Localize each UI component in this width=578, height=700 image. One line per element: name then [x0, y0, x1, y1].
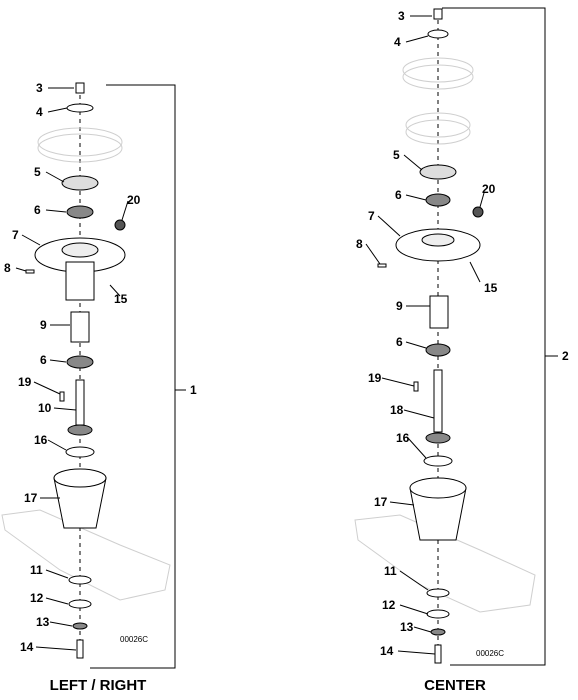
left-callout: 11	[30, 563, 43, 577]
left-part-14-bolt	[76, 639, 84, 659]
center-pulley-upper-ghost	[402, 57, 474, 83]
left-callout: 3	[36, 81, 43, 95]
left-callout: 19	[18, 375, 32, 389]
center-pulley-lower-ghost	[405, 112, 471, 138]
center-assembly: 3 4 5 6 20 7 8 15 9 6 19 18 16 17 11 12 …	[354, 7, 569, 694]
left-assembly-bracket	[90, 84, 176, 669]
left-callout: 6	[40, 353, 47, 367]
center-part-3-bolt	[433, 8, 443, 20]
left-part-13-lockwasher	[72, 622, 88, 630]
left-assembly-number: 1	[190, 383, 197, 397]
center-part-4-washer	[427, 29, 449, 39]
center-part-6-bearing	[425, 193, 451, 207]
left-part-3-bolt	[75, 82, 85, 94]
center-leader-lines	[365, 15, 485, 655]
left-callout: 20	[127, 193, 141, 207]
center-part-16-washer	[423, 455, 453, 467]
left-callout-numbers: 3 4 5 6 20 7 8 15 9 6 19 10 16 17 11 12 …	[4, 81, 141, 654]
center-part-19-key	[413, 381, 419, 392]
center-callout: 5	[393, 148, 400, 162]
center-part-12-washer	[426, 609, 450, 619]
center-part-5-hub	[419, 164, 457, 180]
center-callout: 11	[384, 564, 397, 578]
left-part-16-washer	[65, 446, 95, 458]
left-callout: 9	[40, 318, 47, 332]
center-callout-numbers: 3 4 5 6 20 7 8 15 9 6 19 18 16 17 11 12 …	[356, 9, 498, 658]
center-assembly-bracket	[442, 7, 546, 666]
center-part-20-nut	[472, 206, 484, 218]
center-callout: 19	[368, 371, 382, 385]
center-part-14-bolt	[434, 644, 442, 664]
center-part-11-washer	[426, 588, 450, 598]
left-callout: 13	[36, 615, 50, 629]
left-part-20-nut	[114, 219, 126, 231]
center-callout: 13	[400, 620, 414, 634]
center-caption: CENTER	[424, 677, 486, 694]
left-part-19-key	[59, 391, 65, 402]
left-callout: 10	[38, 401, 52, 415]
center-part-18-shaft	[433, 369, 443, 433]
left-leader-lines	[15, 87, 129, 651]
center-callout: 18	[390, 403, 404, 417]
center-callout: 6	[396, 335, 403, 349]
center-image-code: 00026C	[476, 649, 504, 658]
center-callout: 8	[356, 237, 363, 251]
left-part-11-washer	[68, 575, 92, 585]
left-part-10-shaft	[75, 379, 85, 426]
left-callout: 17	[24, 491, 38, 505]
center-callout: 15	[484, 281, 498, 295]
center-callout: 16	[396, 431, 410, 445]
left-callout: 5	[34, 165, 41, 179]
left-callout: 8	[4, 261, 11, 275]
left-callout: 4	[36, 105, 43, 119]
center-callout: 9	[396, 299, 403, 313]
center-callout: 14	[380, 644, 394, 658]
left-part-12-washer	[68, 599, 92, 609]
center-part-13-lockwasher	[430, 628, 446, 636]
center-part-9-spacer	[429, 295, 449, 329]
left-right-assembly: 3 4 5 6 20 7 8 15 9 6 19 10 16 17 11 12 …	[1, 81, 197, 694]
left-part-6-bearing	[66, 205, 94, 219]
center-callout: 6	[395, 188, 402, 202]
left-callout: 16	[34, 433, 48, 447]
center-callout: 7	[368, 209, 375, 223]
left-callout: 14	[20, 640, 34, 654]
left-caption: LEFT / RIGHT	[50, 677, 147, 694]
left-part-8-pin	[25, 269, 35, 274]
left-callout: 7	[12, 228, 19, 242]
center-callout: 17	[374, 495, 388, 509]
center-assembly-number: 2	[562, 349, 569, 363]
center-callout: 20	[482, 182, 496, 196]
left-image-code: 00026C	[120, 635, 148, 644]
center-part-6-bearing-lower	[425, 343, 451, 357]
left-part-5-hub	[61, 175, 99, 191]
left-part-4-washer	[66, 103, 94, 113]
center-part-8-pin	[377, 263, 387, 268]
center-callout: 3	[398, 9, 405, 23]
left-callout: 6	[34, 203, 41, 217]
left-pulley-ghost	[37, 127, 123, 157]
left-callout: 15	[114, 292, 128, 306]
center-callout: 4	[394, 35, 401, 49]
left-part-9-spacer	[70, 311, 90, 343]
left-callout: 12	[30, 591, 44, 605]
center-callout: 12	[382, 598, 396, 612]
left-part-6-bearing-lower	[66, 355, 94, 369]
